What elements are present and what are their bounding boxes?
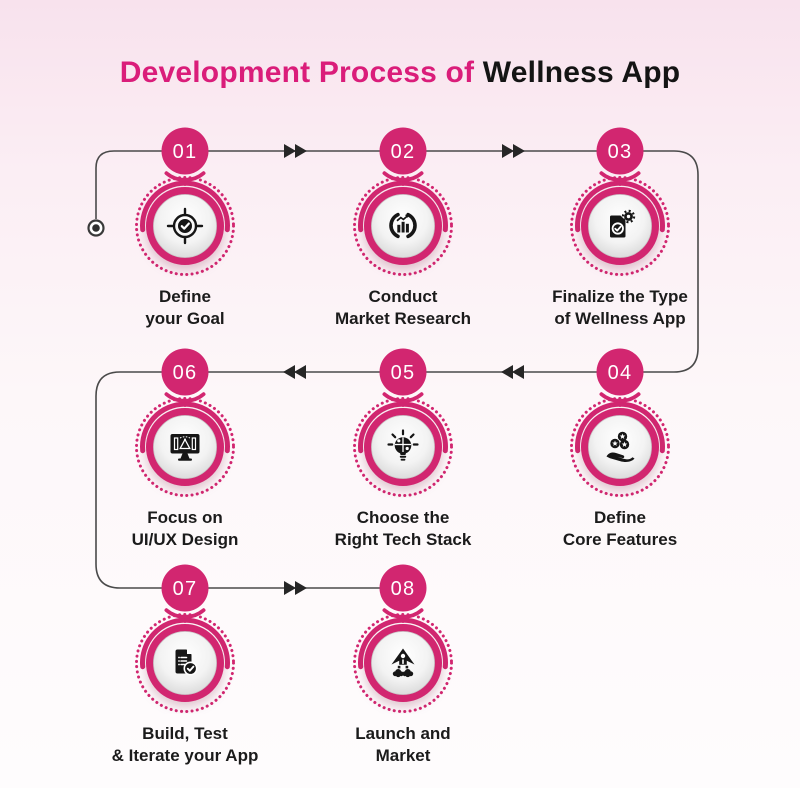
page-title: Development Process of Wellness App	[0, 56, 800, 90]
rocket-launch-icon	[391, 648, 415, 678]
step-number: 04	[608, 362, 633, 384]
dotted-ring	[353, 176, 453, 276]
title-rest: Wellness App	[482, 56, 681, 89]
dotted-ring	[353, 613, 453, 713]
top-arc	[358, 180, 448, 233]
badge-crescent	[382, 392, 424, 403]
step-label: Build, Test & Iterate your App	[111, 724, 259, 766]
step-number-badge	[161, 127, 209, 175]
step-label: Launch and Market	[355, 724, 451, 766]
step-label: Choose the Right Tech Stack	[334, 508, 472, 550]
market-research-chart-icon	[389, 212, 417, 239]
title-highlight: Development Process of	[119, 56, 475, 89]
step-number: 02	[391, 141, 416, 163]
dotted-ring	[135, 176, 235, 276]
step-label: Conduct Market Research	[334, 287, 472, 329]
document-gear-check-icon	[610, 209, 636, 238]
top-arc	[140, 617, 230, 670]
step-label: Define Core Features	[562, 508, 678, 550]
top-arc	[140, 180, 230, 233]
step-number-badge	[161, 348, 209, 396]
monitor-design-icon	[170, 434, 200, 461]
step-03: 03 Finalize the Type of Wellness App	[510, 127, 730, 331]
top-arc	[575, 180, 665, 233]
step-label: Focus on UI/UX Design	[131, 508, 239, 550]
step-number-badge	[379, 564, 427, 612]
arrow-left-icon	[283, 365, 306, 379]
step-label: Define your Goal	[145, 287, 225, 329]
step-number: 08	[391, 578, 416, 600]
step-number-badge	[379, 127, 427, 175]
step-06: 06 Focus on UI/UX Design	[75, 348, 295, 552]
dotted-ring	[570, 176, 670, 276]
step-07: 07 Build, Test & Iterate your App	[75, 564, 295, 768]
step-number-badge	[596, 348, 644, 396]
badge-crescent	[382, 608, 424, 619]
arrow-right-icon	[284, 581, 307, 595]
flow-arrows	[283, 144, 525, 595]
step-number: 07	[173, 578, 198, 600]
target-check-icon	[166, 207, 204, 245]
inner-disc	[588, 415, 652, 479]
step-number: 03	[608, 141, 633, 163]
badge-crescent	[599, 392, 641, 403]
dotted-ring	[135, 613, 235, 713]
badge-crescent	[599, 171, 641, 182]
badge-crescent	[164, 392, 206, 403]
dotted-ring	[135, 397, 235, 497]
top-arc	[358, 401, 448, 454]
step-number-badge	[379, 348, 427, 396]
document-check-icon	[175, 649, 198, 676]
dotted-ring	[353, 397, 453, 497]
hand-feature-stars-icon	[606, 431, 635, 462]
start-bullseye-icon	[87, 219, 105, 237]
top-arc	[575, 401, 665, 454]
step-number-badge	[161, 564, 209, 612]
step-05: 05 Choose th	[293, 348, 513, 552]
step-01: 01 Define your Goal	[75, 127, 295, 331]
step-number: 06	[173, 362, 198, 384]
top-arc	[140, 401, 230, 454]
step-number: 05	[391, 362, 416, 384]
step-04: 04 Define Core Features	[510, 348, 730, 552]
arrow-right-icon	[284, 144, 307, 158]
step-number-badge	[596, 127, 644, 175]
dotted-ring	[570, 397, 670, 497]
lightbulb-puzzle-icon	[387, 429, 419, 461]
arrow-right-icon	[502, 144, 525, 158]
step-number: 01	[173, 141, 198, 163]
badge-crescent	[164, 608, 206, 619]
step-02: 02 Conduct Market Research	[293, 127, 513, 331]
step-label: Finalize the Type of Wellness App	[552, 287, 688, 329]
badge-crescent	[382, 171, 424, 182]
top-arc	[358, 617, 448, 670]
step-08: 08 Launch and Market	[293, 564, 513, 768]
flow-path	[95, 150, 699, 589]
arrow-left-icon	[501, 365, 524, 379]
badge-crescent	[164, 171, 206, 182]
